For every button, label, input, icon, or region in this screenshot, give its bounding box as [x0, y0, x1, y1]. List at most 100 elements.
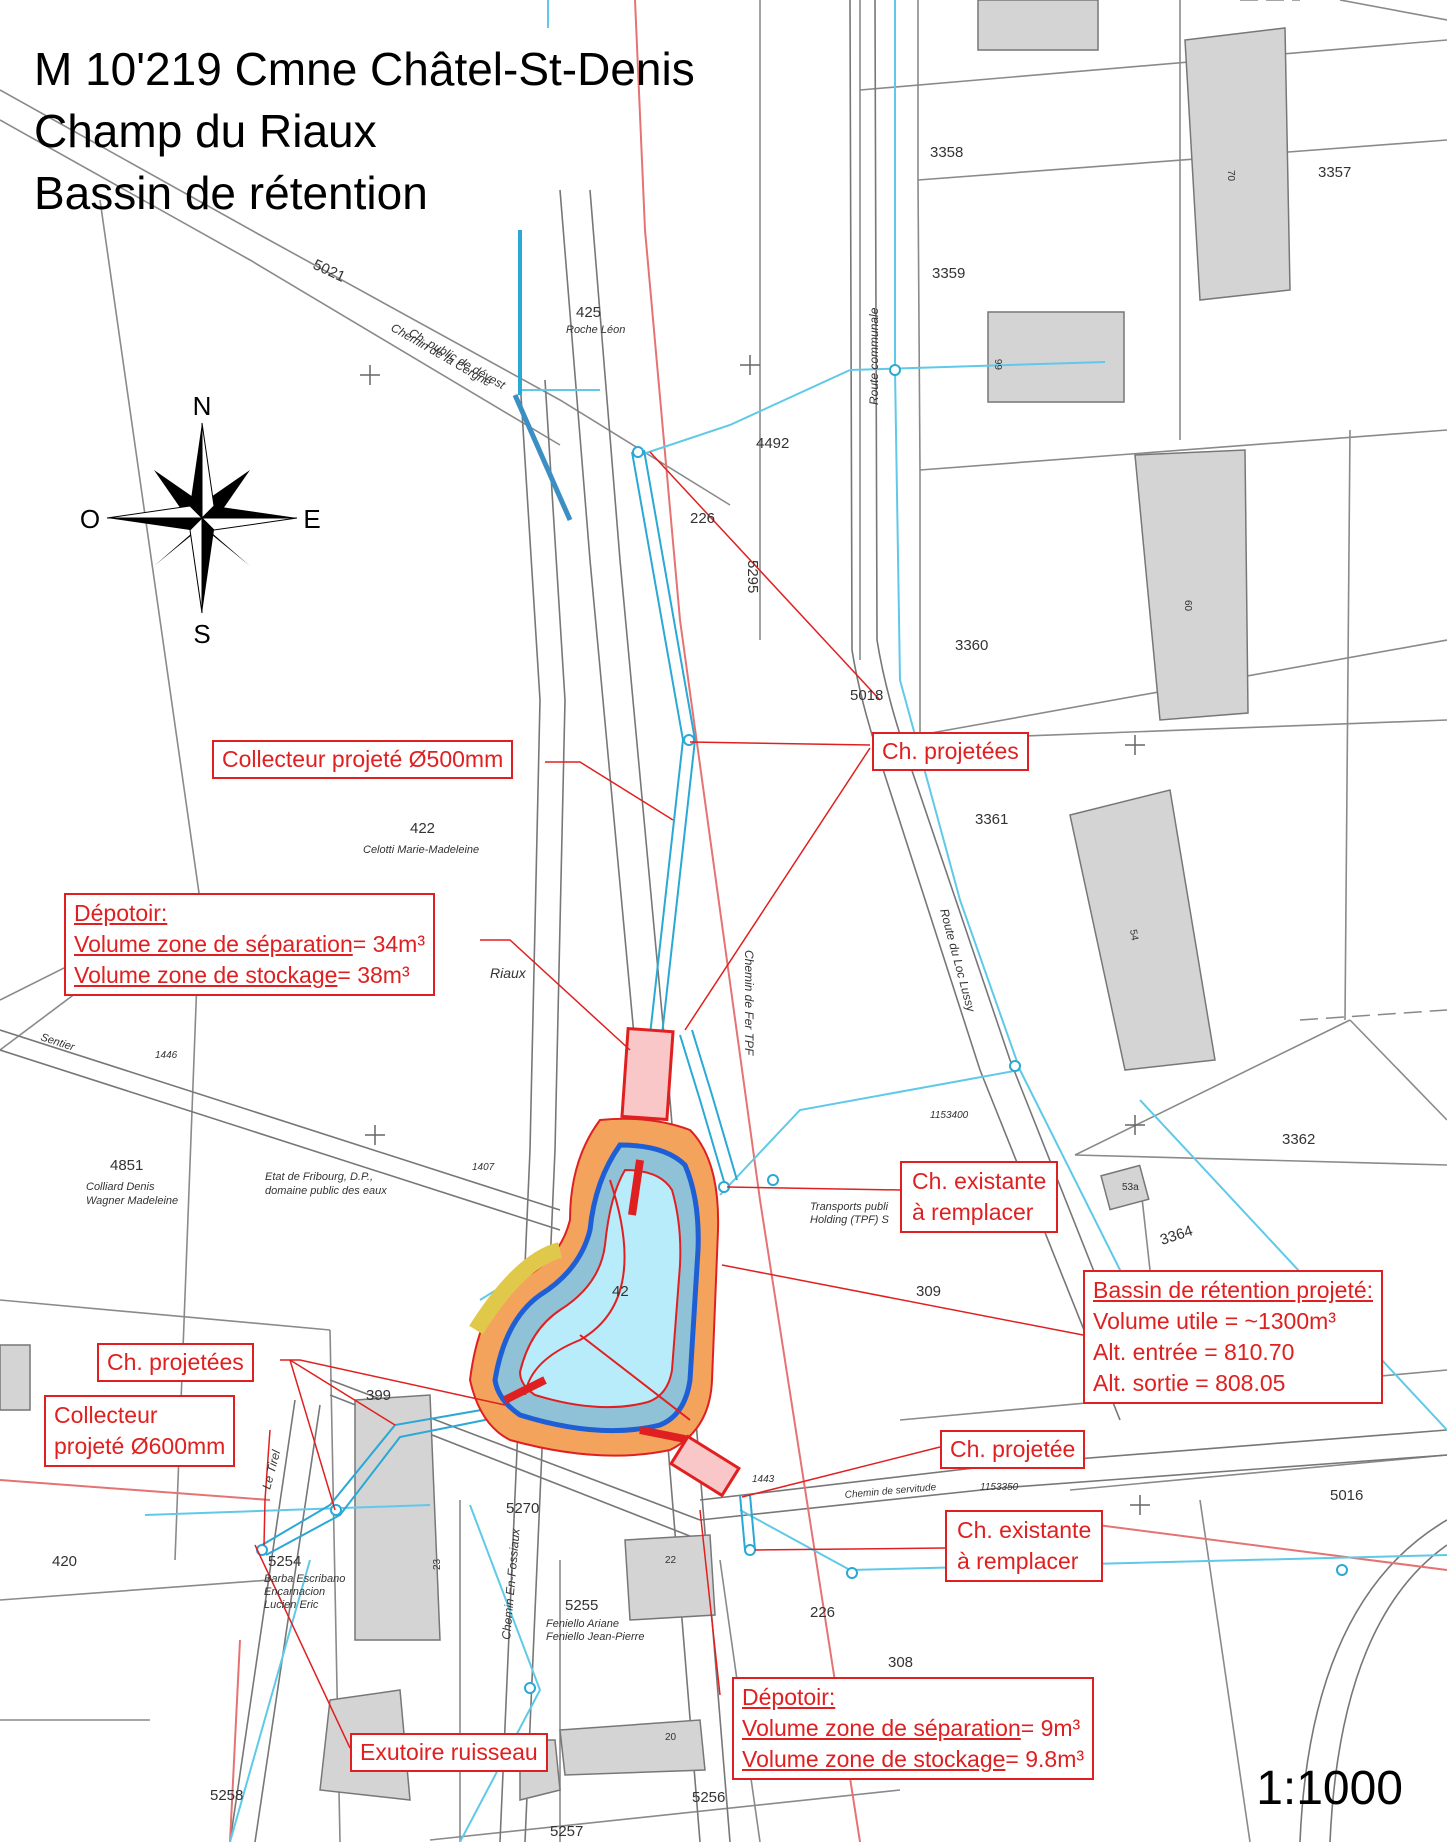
chemin-fer-label: Chemin de Fer TPF — [742, 950, 756, 1056]
compass-rose-icon: N S E O — [80, 391, 321, 649]
callout-depotoir-bottom: Dépotoir: Volume zone de séparation= 9m³… — [732, 1677, 1095, 1780]
parcel-3360: 3360 — [955, 637, 988, 654]
bldg-70: 70 — [1225, 170, 1236, 182]
depotoir-bottom — [669, 1434, 741, 1498]
n1443: 1443 — [752, 1474, 775, 1485]
bassin-volume: Volume utile = ~1300m³ — [1093, 1308, 1336, 1334]
bldg-60: 60 — [1182, 600, 1193, 612]
parcel-1407: 1407 — [472, 1162, 495, 1173]
callout-bassin: Bassin de rétention projeté: Volume util… — [1083, 1270, 1384, 1404]
riaux-label: Riaux — [490, 965, 527, 981]
collecteur-600-line2: projeté Ø600mm — [54, 1433, 226, 1459]
depotoir-top-title: Dépotoir: — [74, 900, 168, 926]
depotoir-top — [620, 1026, 675, 1122]
parcel-5254-o3: Lucien Eric — [264, 1599, 319, 1611]
title-line-1: M 10'219 Cmne Châtel-St-Denis — [34, 43, 695, 95]
parcel-5270: 5270 — [506, 1500, 539, 1517]
bldg-20: 20 — [665, 1732, 677, 1743]
parcel-226a: 226 — [690, 510, 715, 527]
parcel-5255: 5255 — [565, 1597, 598, 1614]
parcel-309: 309 — [916, 1283, 941, 1300]
ch-existante-2-line2: à remplacer — [957, 1548, 1079, 1574]
n1153350: 1153350 — [980, 1482, 1019, 1493]
collecteur-600-line1: Collecteur — [54, 1402, 158, 1428]
parcel-5256: 5256 — [692, 1789, 725, 1806]
parcel-3361: 3361 — [975, 811, 1008, 828]
manholes — [256, 364, 1348, 1694]
callout-exutoire-text: Exutoire ruisseau — [360, 1739, 538, 1765]
depotoir-bottom-sep: Volume zone de séparation= 9m³ — [742, 1715, 1081, 1741]
callout-ch-projetees-left: Ch. projetées — [97, 1343, 254, 1382]
parcel-3357: 3357 — [1318, 164, 1351, 181]
callout-depotoir-top: Dépotoir: Volume zone de séparation= 34m… — [64, 893, 435, 996]
depotoir-top-stock: Volume zone de stockage= 38m³ — [74, 962, 410, 988]
callout-ch-projetees-left-text: Ch. projetées — [107, 1349, 244, 1375]
parcel-5018: 5018 — [850, 687, 883, 704]
tpf-line2: Holding (TPF) S — [810, 1214, 890, 1226]
bldg-53a: 53a — [1122, 1182, 1139, 1193]
parcel-3358: 3358 — [930, 144, 963, 161]
bassin-sortie: Alt. sortie = 808.05 — [1093, 1370, 1286, 1396]
title-line-2: Champ du Riaux — [34, 105, 377, 157]
callout-ch-existante-2: Ch. existante à remplacer — [945, 1510, 1104, 1582]
parcel-5254-o1: Barba Escribano — [264, 1573, 345, 1585]
parcel-399: 399 — [366, 1387, 391, 1404]
parcel-4492: 4492 — [756, 435, 789, 452]
parcel-425-owner: Roche Léon — [566, 324, 625, 336]
parcel-420: 420 — [52, 1553, 77, 1570]
parcel-4851-owner2: Wagner Madeleine — [86, 1195, 178, 1207]
map-scale: 1:1000 — [1256, 1762, 1403, 1815]
compass-e: E — [303, 504, 320, 534]
callout-ch-existante-1: Ch. existante à remplacer — [900, 1161, 1059, 1233]
parcel-3359: 3359 — [932, 265, 965, 282]
bldg-66: 66 — [994, 358, 1005, 370]
leader-lines — [254, 451, 1084, 1749]
bassin-entree: Alt. entrée = 810.70 — [1093, 1339, 1295, 1365]
n1153400: 1153400 — [930, 1110, 969, 1121]
callout-collecteur-500-text: Collecteur projeté Ø500mm — [222, 746, 504, 772]
title-line-3: Bassin de rétention — [34, 167, 428, 219]
depotoir-bottom-title: Dépotoir: — [742, 1684, 836, 1710]
ch-existante-2-line1: Ch. existante — [957, 1517, 1092, 1543]
callout-ch-projetee-right-text: Ch. projetée — [950, 1436, 1076, 1462]
parcel-5016: 5016 — [1330, 1487, 1363, 1504]
parcel-226b: 226 — [810, 1604, 835, 1621]
parcel-1446: 1446 — [155, 1050, 178, 1061]
parcel-4851: 4851 — [110, 1157, 143, 1174]
callout-ch-projetees-top-text: Ch. projetées — [882, 738, 1019, 764]
tpf-line1: Transports publi — [810, 1201, 889, 1213]
etat-line2: domaine public des eaux — [265, 1185, 387, 1197]
ch-existante-1-line1: Ch. existante — [912, 1168, 1047, 1194]
parcel-5254: 5254 — [268, 1553, 301, 1570]
ch-existante-1-line2: à remplacer — [912, 1199, 1034, 1225]
parcel-4851-owner1: Colliard Denis — [86, 1181, 155, 1193]
parcel-5255-o1: Feniello Ariane — [546, 1618, 619, 1630]
parcel-5257: 5257 — [550, 1823, 583, 1840]
parcel-5258: 5258 — [210, 1787, 243, 1804]
parcel-422-owner: Celotti Marie-Madeleine — [363, 844, 479, 856]
callout-collecteur-600: Collecteur projeté Ø600mm — [44, 1395, 236, 1467]
etat-line1: Etat de Fribourg, D.P., — [265, 1171, 373, 1183]
water-network — [144, 0, 1447, 1842]
parcel-425: 425 — [576, 304, 601, 321]
compass-s: S — [193, 619, 210, 649]
callout-exutoire: Exutoire ruisseau — [350, 1733, 548, 1772]
callout-ch-projetees-top: Ch. projetées — [872, 732, 1029, 771]
route-communale-label: Route communale — [867, 307, 881, 405]
bldg-23: 23 — [432, 1558, 443, 1570]
parcel-5254-o2: Encarnacion — [264, 1586, 325, 1598]
map-title: M 10'219 Cmne Châtel-St-Denis Champ du R… — [34, 38, 695, 224]
parcel-422: 422 — [410, 820, 435, 837]
compass-n: N — [193, 391, 212, 421]
parcel-3362: 3362 — [1282, 1131, 1315, 1148]
parcel-5295: 5295 — [744, 560, 761, 593]
bldg-22: 22 — [665, 1555, 677, 1566]
buildings — [0, 0, 1291, 1801]
depotoir-bottom-stock: Volume zone de stockage= 9.8m³ — [742, 1746, 1085, 1772]
retention-basin — [468, 1117, 720, 1457]
compass-w: O — [80, 504, 100, 534]
depotoir-top-sep: Volume zone de séparation= 34m³ — [74, 931, 425, 957]
parcel-308: 308 — [888, 1654, 913, 1671]
bassin-title: Bassin de rétention projeté: — [1093, 1277, 1374, 1303]
